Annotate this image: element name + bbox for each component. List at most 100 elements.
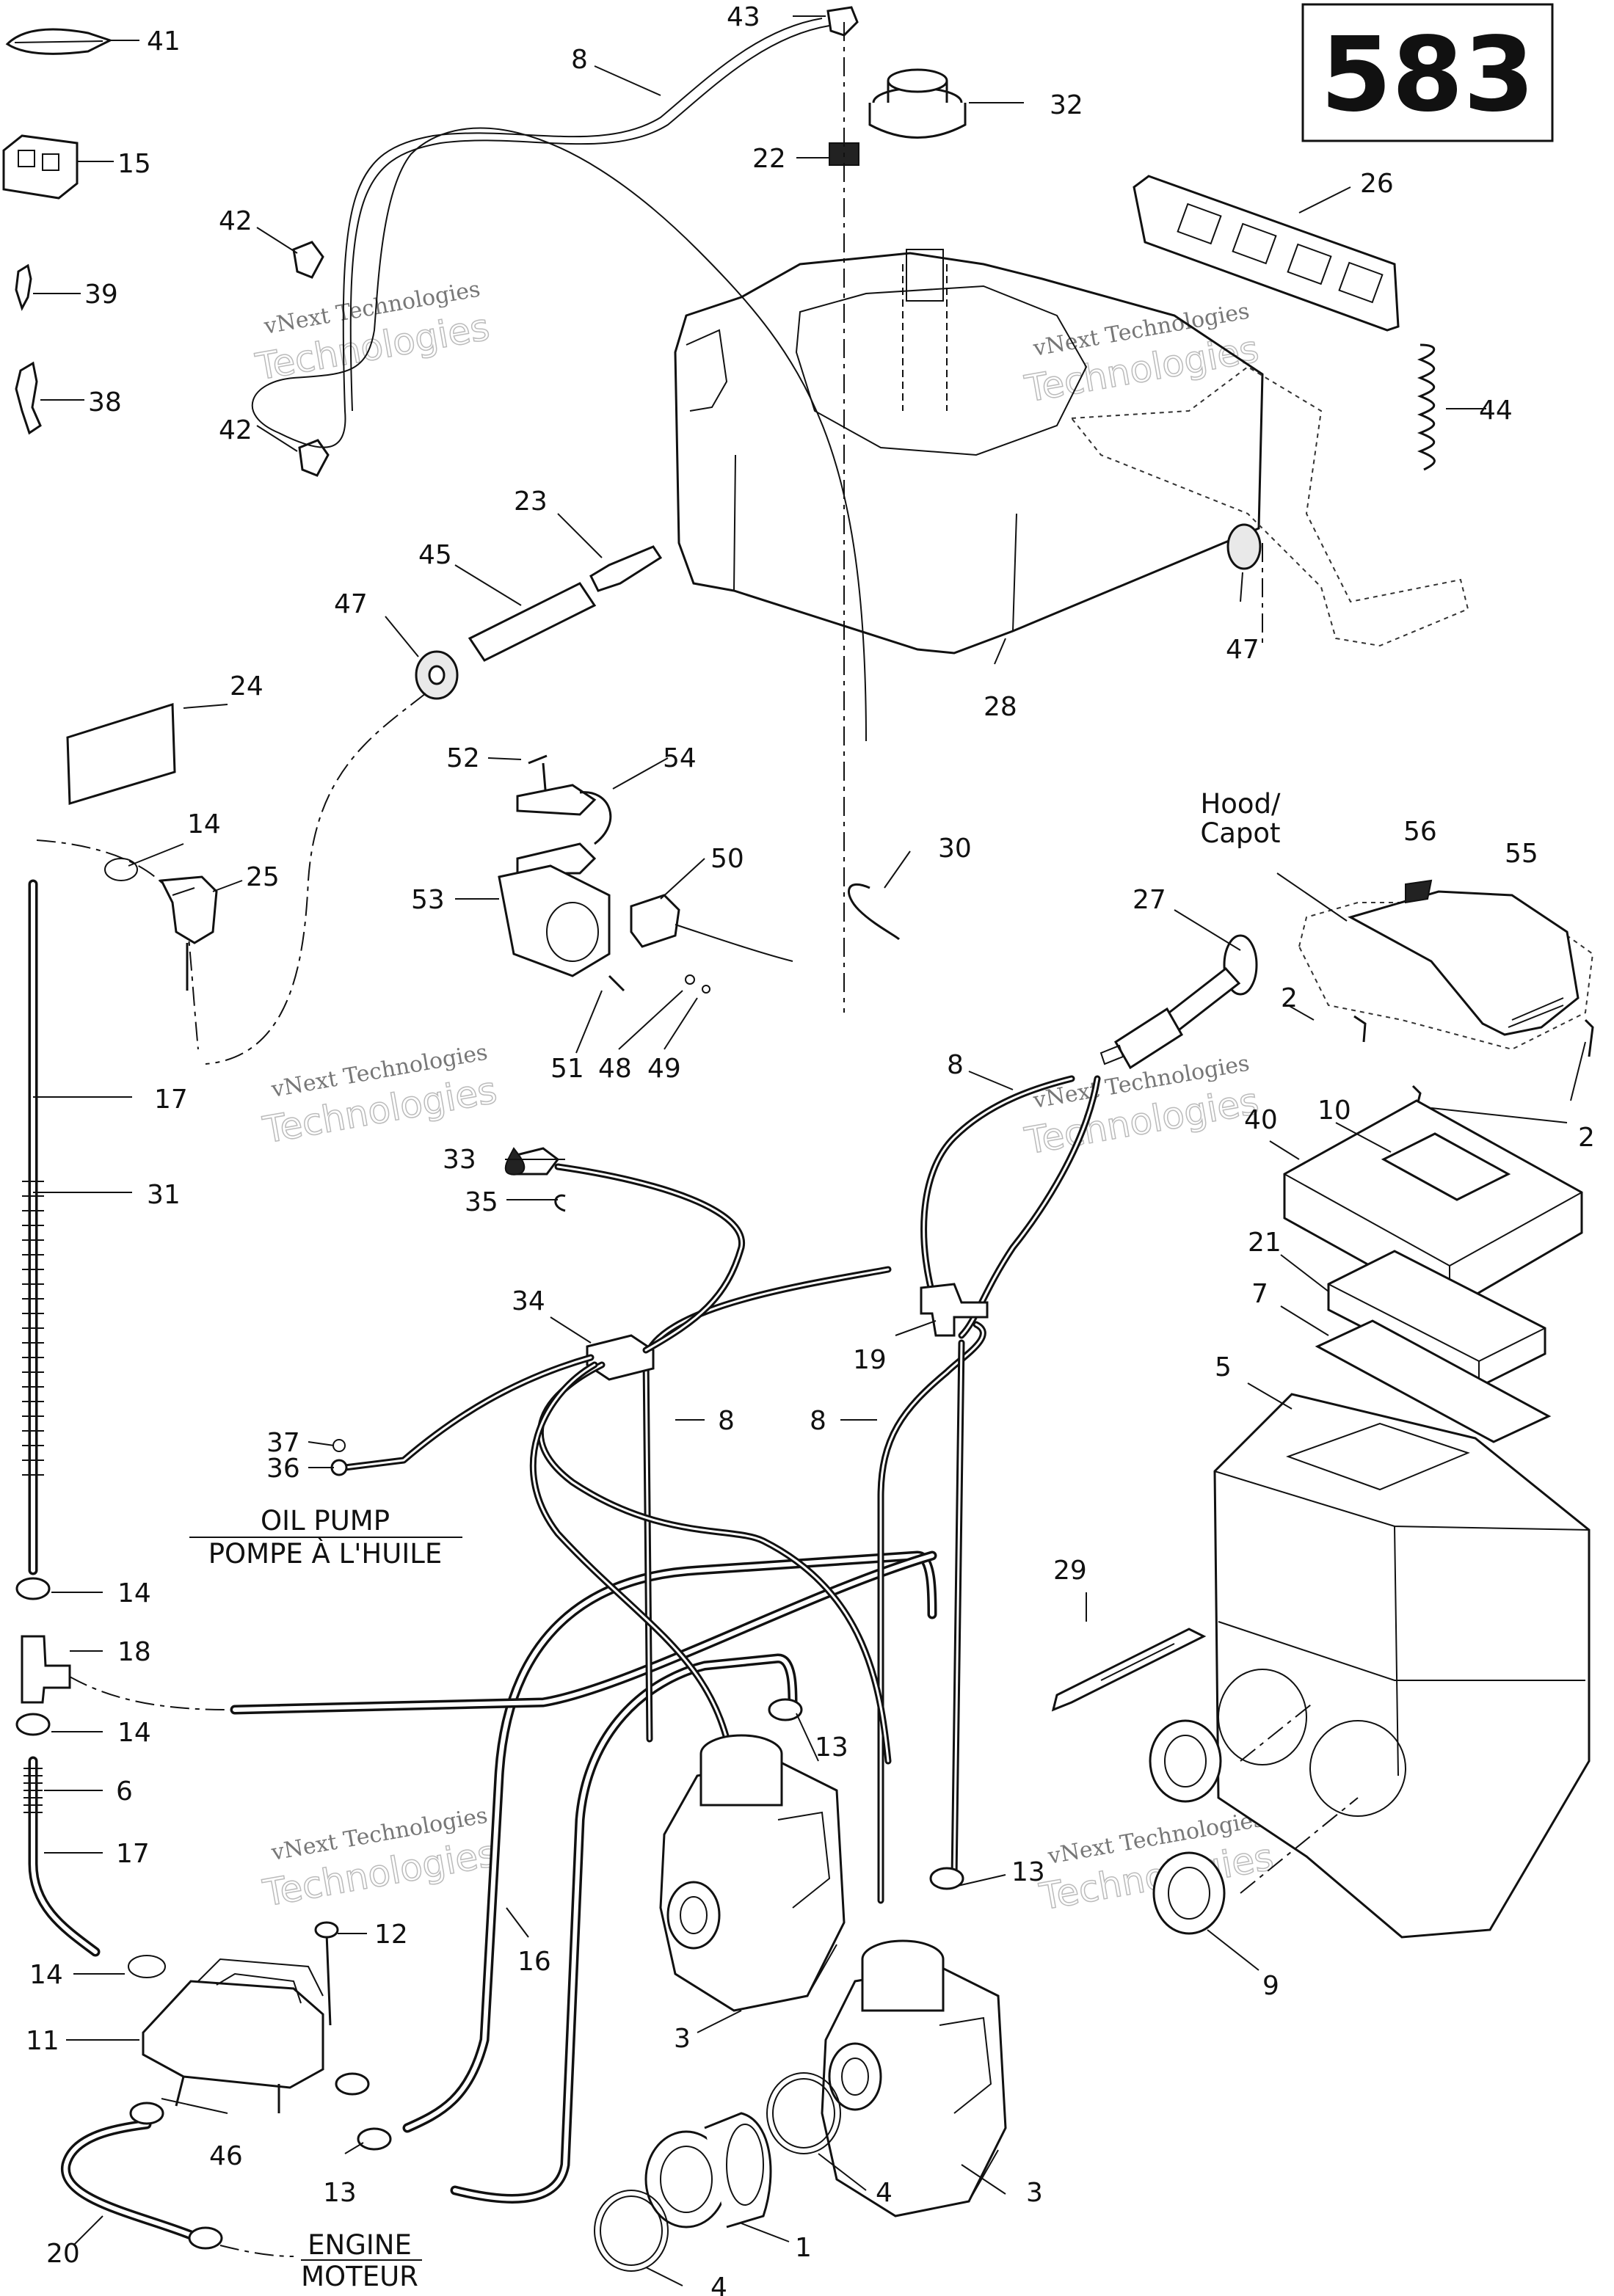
oil-drop-icon bbox=[504, 1147, 526, 1176]
t-fitting-18 bbox=[21, 1635, 71, 1704]
clamp-13b bbox=[929, 1867, 964, 1890]
clip-35 bbox=[554, 1194, 566, 1212]
callout-22: 22 bbox=[752, 144, 786, 174]
callout-11: 11 bbox=[26, 2026, 59, 2056]
callout-14d: 14 bbox=[29, 1960, 63, 1990]
callout-30: 30 bbox=[938, 834, 972, 864]
clamp-14c bbox=[15, 1713, 51, 1736]
screw-51 bbox=[608, 974, 625, 992]
callout-44: 44 bbox=[1479, 396, 1513, 426]
diagram-number-box: 583 bbox=[1301, 3, 1554, 142]
callout-28: 28 bbox=[984, 692, 1017, 722]
clamp-30 bbox=[848, 883, 901, 941]
air-filter-10 bbox=[1283, 1099, 1583, 1311]
callout-16: 16 bbox=[517, 1947, 551, 1977]
callout-2a: 2 bbox=[1281, 983, 1298, 1013]
callout-6: 6 bbox=[116, 1776, 133, 1807]
strap-29 bbox=[1051, 1628, 1207, 1712]
cable-junction-34 bbox=[586, 1334, 655, 1381]
throttle-cable-main bbox=[554, 1163, 745, 1354]
callout-33: 33 bbox=[443, 1145, 476, 1175]
callout-50: 50 bbox=[710, 844, 744, 874]
callout-14b: 14 bbox=[117, 1578, 151, 1608]
callout-42b: 42 bbox=[219, 415, 252, 445]
callout-8b: 8 bbox=[947, 1050, 964, 1080]
callout-14a: 14 bbox=[187, 809, 221, 839]
callout-15: 15 bbox=[117, 149, 151, 179]
fuel-pump-11 bbox=[128, 1955, 324, 2113]
clamp-13a bbox=[768, 1698, 803, 1721]
callout-32: 32 bbox=[1050, 90, 1083, 120]
engine-caption-en: ENGINE bbox=[308, 2229, 412, 2261]
clamp-13d bbox=[357, 2127, 392, 2151]
watermark-3: vNext Technologies Technologies bbox=[259, 1040, 501, 1153]
watermark-4: vNext Technologies Technologies bbox=[1021, 1051, 1262, 1164]
clamp-14b bbox=[15, 1577, 51, 1600]
callout-37: 37 bbox=[266, 1428, 300, 1458]
callout-56: 56 bbox=[1403, 817, 1437, 847]
callout-13a: 13 bbox=[815, 1732, 848, 1763]
callout-8c: 8 bbox=[718, 1406, 735, 1436]
callout-4a: 4 bbox=[876, 2178, 893, 2208]
callout-17a: 17 bbox=[154, 1085, 188, 1115]
vent-hose-8-upper bbox=[251, 18, 867, 742]
bracket-26 bbox=[1133, 175, 1400, 332]
screw-2a bbox=[1353, 1015, 1367, 1043]
fuel-cap-32 bbox=[868, 68, 967, 139]
callout-21: 21 bbox=[1248, 1228, 1282, 1258]
callout-53: 53 bbox=[411, 885, 445, 915]
watermark-5: vNext Technologies Technologies bbox=[259, 1803, 501, 1916]
callout-10: 10 bbox=[1317, 1096, 1351, 1126]
captions: Hood/ Capot OIL PUMP POMPE À L'HUILE ENG… bbox=[189, 788, 1281, 2292]
callout-48: 48 bbox=[598, 1054, 632, 1084]
tube-45 bbox=[468, 582, 597, 662]
switch-50 bbox=[630, 894, 793, 962]
callout-13c: 13 bbox=[323, 2178, 357, 2208]
callout-31: 31 bbox=[147, 1180, 181, 1210]
watermark-2: vNext Technologies Technologies bbox=[1021, 299, 1262, 412]
adaptor-9b bbox=[1152, 1851, 1226, 1935]
callout-42a: 42 bbox=[219, 206, 252, 236]
terminal-38 bbox=[15, 361, 42, 435]
callout-8a: 8 bbox=[571, 45, 588, 75]
spring-44 bbox=[1417, 343, 1436, 471]
grommet-47b bbox=[1226, 523, 1262, 570]
engine-caption-fr: MOTEUR bbox=[301, 2261, 418, 2292]
oil-pump-caption-en: OIL PUMP bbox=[261, 1505, 390, 1537]
callout-2b: 2 bbox=[1578, 1123, 1595, 1153]
callout-55: 55 bbox=[1505, 839, 1538, 869]
adaptor-9a bbox=[1149, 1719, 1222, 1803]
carburetor-3a bbox=[659, 1734, 846, 2012]
callout-4b: 4 bbox=[710, 2273, 727, 2296]
terminal-39 bbox=[15, 263, 32, 311]
clamp-46 bbox=[188, 2226, 223, 2250]
callout-25: 25 bbox=[246, 862, 280, 892]
callout-24: 24 bbox=[230, 671, 263, 701]
clip-42a bbox=[292, 241, 324, 279]
fuel-valve-25 bbox=[104, 858, 218, 991]
callout-20: 20 bbox=[46, 2239, 80, 2269]
hood-caption-en: Hood/ bbox=[1200, 788, 1281, 820]
part-drawings bbox=[2, 6, 1594, 2272]
callout-26: 26 bbox=[1360, 169, 1394, 199]
screw-12 bbox=[325, 1933, 332, 2026]
callout-3a: 3 bbox=[674, 2024, 691, 2054]
oil-pump-caption-fr: POMPE À L'HUILE bbox=[208, 1537, 442, 1570]
callout-52: 52 bbox=[446, 743, 480, 773]
callout-14c: 14 bbox=[117, 1718, 151, 1748]
valve-23 bbox=[589, 545, 663, 592]
callout-49: 49 bbox=[647, 1054, 681, 1084]
watermark-1: vNext Technologies Technologies bbox=[252, 277, 493, 390]
hood-caption-fr: Capot bbox=[1200, 817, 1280, 849]
callout-46: 46 bbox=[209, 2141, 243, 2171]
callout-29: 29 bbox=[1053, 1556, 1087, 1586]
leader-lines bbox=[33, 15, 1586, 2286]
clamp-13c bbox=[335, 2072, 370, 2096]
callout-3b: 3 bbox=[1026, 2178, 1043, 2208]
callout-51: 51 bbox=[550, 1054, 584, 1084]
screw-2b bbox=[1584, 1018, 1594, 1057]
air-silencer-5 bbox=[1213, 1393, 1591, 1939]
throttle-housing-53 bbox=[498, 754, 612, 977]
callout-41: 41 bbox=[147, 26, 181, 57]
